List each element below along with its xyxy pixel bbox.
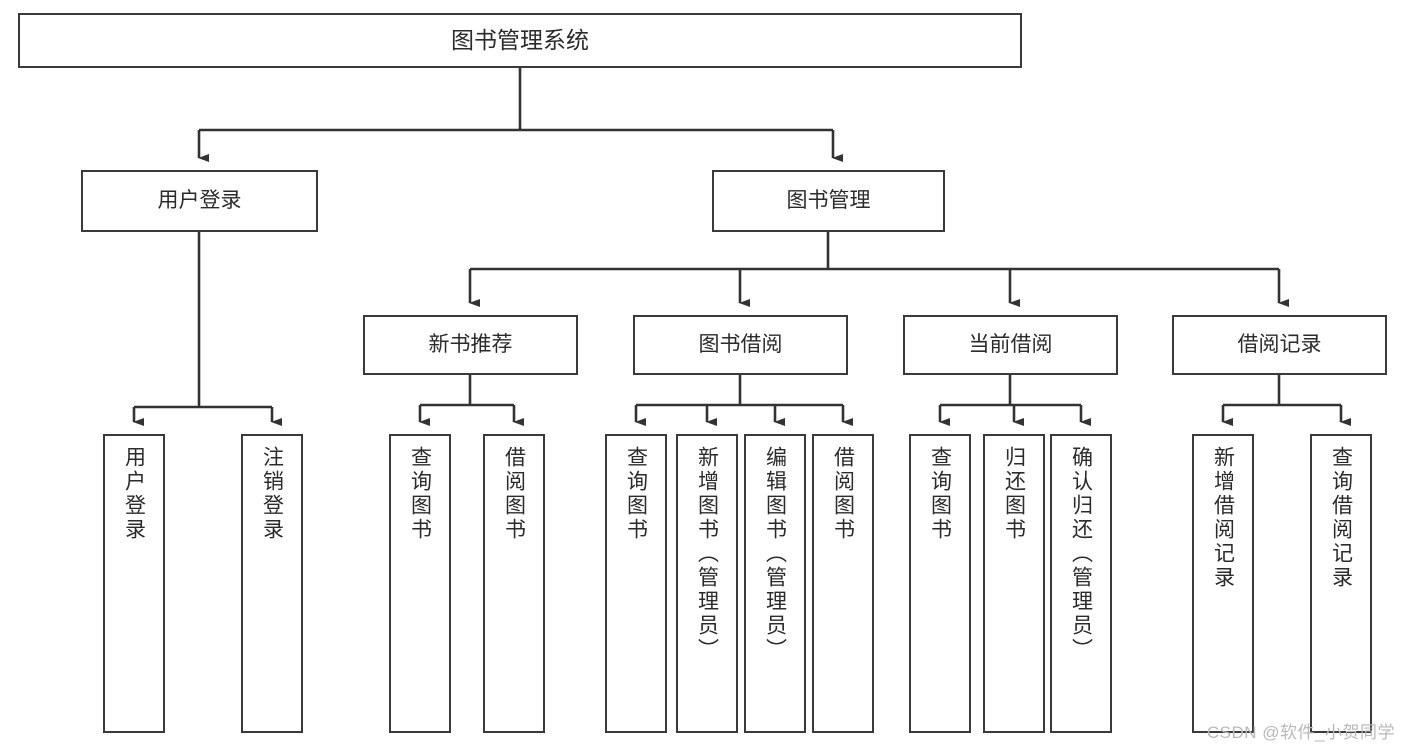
node-label: 新增借阅记录 — [1211, 446, 1235, 590]
node-label: 查询借阅记录 — [1329, 446, 1353, 590]
node-label: 借阅图书 — [502, 446, 526, 542]
leaf-node[interactable]: 确认归还（管理员） — [1050, 434, 1112, 733]
csdn-watermark: CSDN @软件_小贺同学 — [1206, 723, 1395, 742]
node-label: 归还图书 — [1002, 446, 1026, 542]
node-label: 图书借阅 — [698, 333, 783, 357]
node-book-borrow[interactable]: 图书借阅 — [633, 315, 848, 375]
node-label: 查询图书 — [408, 446, 432, 542]
leaf-node[interactable]: 借阅图书 — [812, 434, 874, 733]
node-label: 注销登录 — [260, 446, 284, 542]
node-label: 查询图书 — [928, 446, 952, 542]
leaf-node[interactable]: 注销登录 — [241, 434, 303, 733]
leaf-node[interactable]: 借阅图书 — [483, 434, 545, 733]
node-label: 编辑图书（管理员） — [763, 446, 787, 662]
node-label: 新增图书（管理员） — [695, 446, 719, 662]
node-label: 图书管理系统 — [451, 26, 589, 53]
node-root-system[interactable]: 图书管理系统 — [18, 13, 1022, 68]
leaf-node[interactable]: 归还图书 — [983, 434, 1045, 733]
leaf-node[interactable]: 查询图书 — [605, 434, 667, 733]
node-book-management[interactable]: 图书管理 — [712, 170, 945, 232]
node-label: 用户登录 — [122, 446, 146, 542]
node-user-login[interactable]: 用户登录 — [81, 170, 318, 232]
leaf-node[interactable]: 新增图书（管理员） — [676, 434, 738, 733]
node-label: 查询图书 — [624, 446, 648, 542]
leaf-node[interactable]: 编辑图书（管理员） — [744, 434, 806, 733]
node-new-book-recommend[interactable]: 新书推荐 — [363, 315, 578, 375]
leaf-node[interactable]: 查询图书 — [389, 434, 451, 733]
node-label: 图书管理 — [786, 189, 871, 213]
node-label: 新书推荐 — [428, 333, 513, 357]
node-current-borrow[interactable]: 当前借阅 — [903, 315, 1118, 375]
node-borrow-record[interactable]: 借阅记录 — [1172, 315, 1387, 375]
leaf-node[interactable]: 新增借阅记录 — [1192, 434, 1254, 733]
node-label: 借阅图书 — [831, 446, 855, 542]
node-label: 确认归还（管理员） — [1069, 446, 1093, 662]
leaf-node[interactable]: 查询借阅记录 — [1310, 434, 1372, 733]
leaf-node[interactable]: 用户登录 — [103, 434, 165, 733]
node-label: 借阅记录 — [1237, 333, 1322, 357]
node-label: 当前借阅 — [968, 333, 1053, 357]
leaf-node[interactable]: 查询图书 — [909, 434, 971, 733]
node-label: 用户登录 — [157, 189, 242, 213]
